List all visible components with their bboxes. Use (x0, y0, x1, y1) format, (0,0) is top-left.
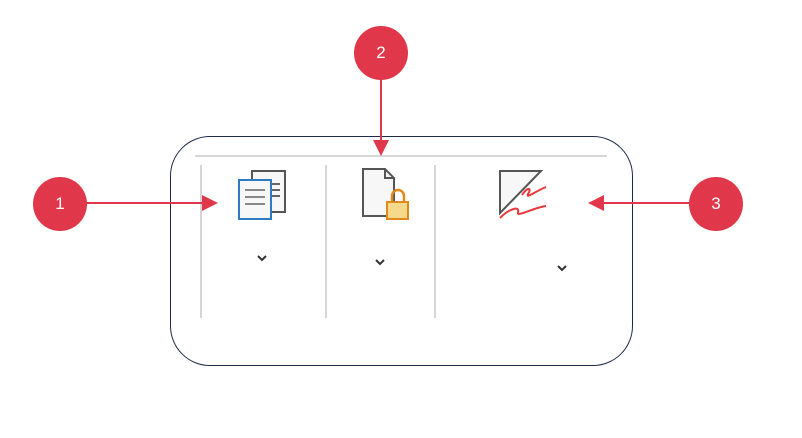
chevron-down-icon (375, 259, 385, 266)
chevron-down-icon (257, 255, 267, 262)
group-separator (434, 165, 436, 318)
locked-document-icon (362, 168, 409, 220)
chevron-down-icon (557, 265, 567, 272)
signature-button[interactable] (498, 168, 554, 220)
callout-2: 2 (354, 26, 408, 80)
callout-1: 1 (33, 177, 87, 231)
ribbon-panel (170, 136, 633, 366)
copy-document-icon (238, 170, 286, 220)
group-separator (325, 165, 327, 318)
ribbon-top-divider (195, 155, 607, 157)
signature-icon (499, 170, 547, 219)
protect-document-dropdown[interactable] (374, 258, 386, 266)
protect-document-button[interactable] (360, 166, 412, 222)
copy-document-dropdown[interactable] (256, 254, 268, 262)
copy-document-button[interactable] (236, 168, 290, 220)
callout-3: 3 (689, 177, 743, 231)
signature-dropdown[interactable] (556, 264, 568, 272)
group-separator (200, 165, 202, 318)
